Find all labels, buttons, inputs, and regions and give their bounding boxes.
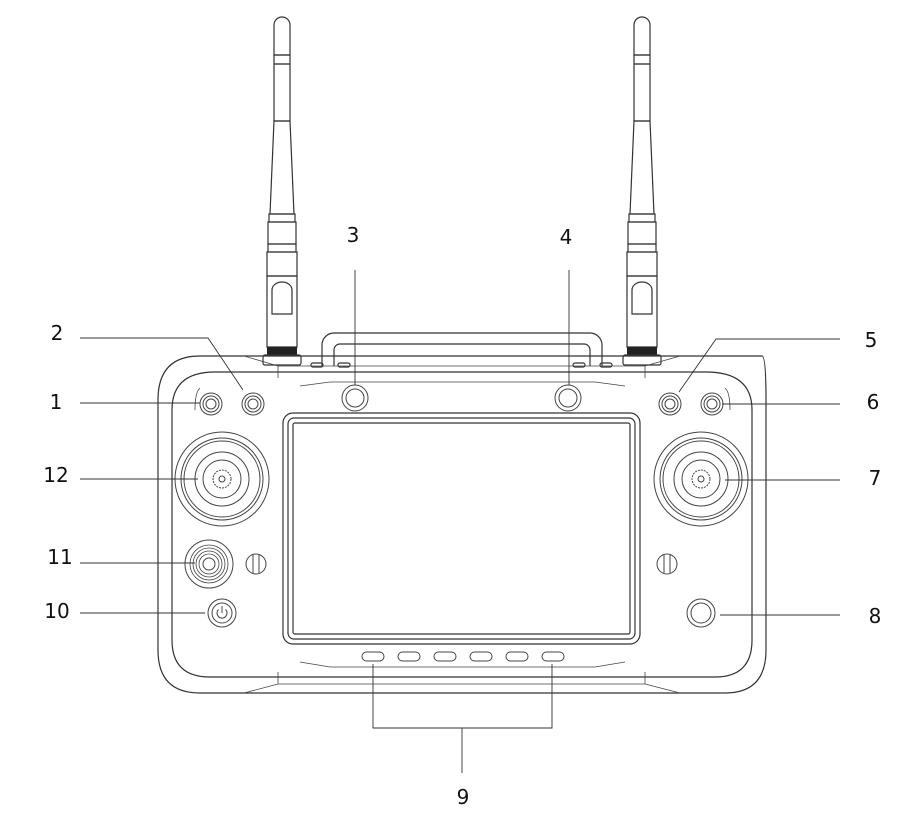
callout-10: 10 bbox=[44, 599, 69, 623]
callout-4: 4 bbox=[560, 225, 573, 249]
function-button[interactable] bbox=[505, 651, 529, 662]
button-8[interactable] bbox=[686, 598, 716, 628]
callout-6: 6 bbox=[867, 390, 880, 414]
screw-left bbox=[245, 553, 267, 575]
function-button[interactable] bbox=[469, 651, 493, 662]
callout-3: 3 bbox=[347, 223, 360, 247]
leader-lines bbox=[80, 270, 840, 773]
function-buttons bbox=[361, 651, 565, 662]
carry-handle bbox=[310, 332, 613, 368]
custom-button-3[interactable] bbox=[341, 384, 369, 412]
callout-8: 8 bbox=[869, 604, 882, 628]
function-button[interactable] bbox=[361, 651, 385, 662]
callout-1: 1 bbox=[50, 390, 63, 414]
right-antenna bbox=[622, 16, 662, 366]
callout-7: 7 bbox=[869, 466, 882, 490]
button-6[interactable] bbox=[700, 392, 724, 416]
callout-9: 9 bbox=[457, 785, 470, 809]
function-button[interactable] bbox=[433, 651, 457, 662]
button-5[interactable] bbox=[658, 392, 682, 416]
callout-12: 12 bbox=[43, 463, 68, 487]
callout-5: 5 bbox=[865, 328, 878, 352]
power-icon bbox=[216, 606, 228, 619]
controller-body bbox=[157, 355, 767, 694]
power-button[interactable] bbox=[207, 598, 237, 628]
custom-button-4[interactable] bbox=[554, 384, 582, 412]
button-2[interactable] bbox=[241, 392, 265, 416]
function-button[interactable] bbox=[397, 651, 421, 662]
callout-2: 2 bbox=[51, 321, 64, 345]
display-screen[interactable] bbox=[282, 412, 641, 645]
dial-wheel[interactable] bbox=[184, 539, 234, 589]
button-1[interactable] bbox=[199, 392, 223, 416]
left-antenna bbox=[262, 16, 302, 366]
screw-right bbox=[656, 553, 678, 575]
right-joystick[interactable] bbox=[653, 431, 749, 527]
callout-11: 11 bbox=[47, 545, 72, 569]
function-button[interactable] bbox=[541, 651, 565, 662]
